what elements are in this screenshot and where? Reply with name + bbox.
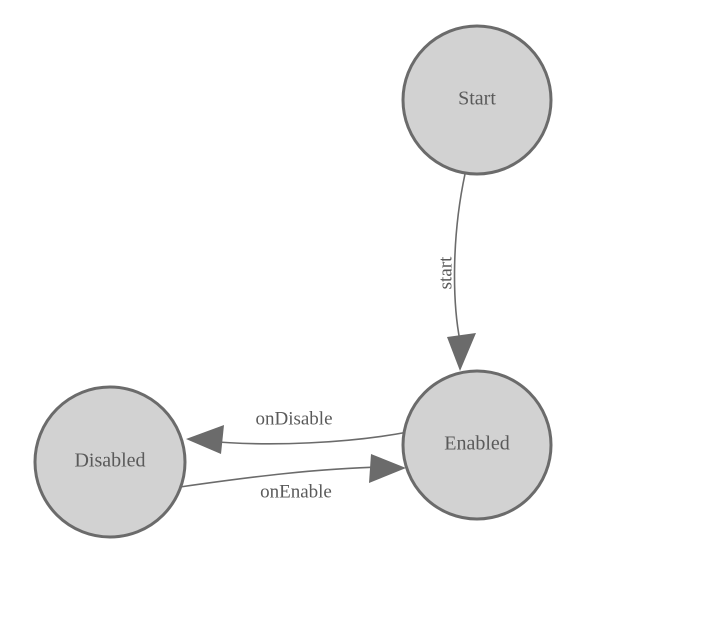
edge-disabled-to-enabled-path xyxy=(179,466,387,488)
edge-disabled-to-enabled-arrowhead xyxy=(369,454,406,483)
node-start[interactable]: Start xyxy=(401,24,553,176)
edge-enabled-to-disabled-arrowhead xyxy=(186,425,224,454)
node-start-circle xyxy=(401,24,553,176)
edge-start-to-enabled-path xyxy=(453,173,466,342)
node-disabled-label: Disabled xyxy=(74,450,145,472)
edge-enabled-to-disabled[interactable] xyxy=(186,425,409,454)
edge-start-to-enabled[interactable] xyxy=(447,173,476,371)
edge-label-onenable: onEnable xyxy=(260,481,332,502)
node-disabled[interactable]: Disabled xyxy=(33,385,187,539)
node-enabled-circle xyxy=(401,369,553,521)
edge-enabled-to-disabled-path xyxy=(205,431,409,445)
node-start-label: Start xyxy=(458,88,496,110)
edge-start-to-enabled-arrowhead xyxy=(447,333,476,371)
node-enabled[interactable]: Enabled xyxy=(401,369,553,521)
edge-label-ondisable: onDisable xyxy=(255,408,332,429)
edge-disabled-to-enabled[interactable] xyxy=(179,454,406,488)
node-enabled-label: Enabled xyxy=(444,433,510,455)
node-disabled-circle xyxy=(33,385,187,539)
edge-label-start: start xyxy=(435,256,456,289)
